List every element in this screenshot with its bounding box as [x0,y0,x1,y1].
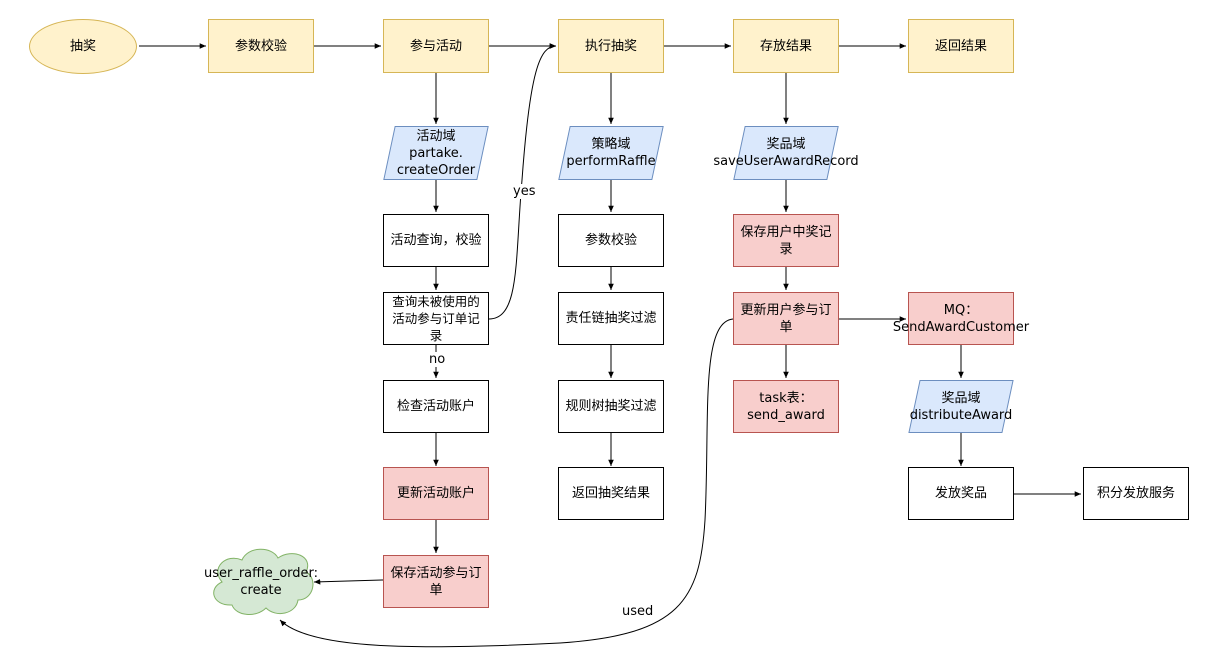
check-account-node[interactable]: 检查活动账户 [383,380,489,433]
return-result-node[interactable]: 返回结果 [908,19,1014,73]
update-account-node[interactable]: 更新活动账户 [383,467,489,520]
partake-node[interactable]: 参与活动 [383,19,489,73]
store-node[interactable]: 存放结果 [733,19,839,73]
tree-filter-node[interactable]: 规则树抽奖过滤 [558,380,664,433]
query-unused-node[interactable]: 查询未被使用的 活动参与订单记 录 [383,292,489,345]
cloud-shape [213,548,314,615]
edge-label-used: used [620,604,656,619]
activity-domain-node[interactable]: 活动域 partake. createOrder [389,126,483,180]
strategy-validate-node[interactable]: 参数校验 [558,214,664,267]
issue-award-node[interactable]: 发放奖品 [908,467,1014,520]
points-service-node[interactable]: 积分发放服务 [1083,467,1189,520]
edge-label-no: no [427,352,448,367]
award-domain-distribute-node[interactable]: 奖品域 distributeAward [910,380,1013,433]
activity-query-node[interactable]: 活动查询，校验 [383,214,489,267]
return-raffle-node[interactable]: 返回抽奖结果 [558,467,664,520]
award-domain-save-node[interactable]: 奖品域 saveUserAwardRecord [713,126,858,180]
edge-label-yes: yes [511,184,538,199]
save-order-node[interactable]: 保存活动参与订 单 [383,555,489,608]
execute-node[interactable]: 执行抽奖 [558,19,664,73]
task-table-node[interactable]: task表： send_award [733,380,839,433]
update-order-node[interactable]: 更新用户参与订 单 [733,292,839,345]
mq-node[interactable]: MQ： SendAwardCustomer [893,292,1029,345]
validate-node[interactable]: 参数校验 [208,19,314,73]
start-node[interactable]: 抽奖 [29,19,137,74]
edge-unused-yes-execute [488,43,557,320]
save-award-record-node[interactable]: 保存用户中奖记 录 [733,214,839,267]
edge-save-cloud [313,579,384,585]
strategy-domain-node[interactable]: 策略域 performRaffle [564,126,658,180]
chain-filter-node[interactable]: 责任链抽奖过滤 [558,292,664,345]
edge-updateorder-used-cloud [279,318,734,648]
raffle-order-cloud-label[interactable]: user_raffle_order: create [203,566,319,598]
